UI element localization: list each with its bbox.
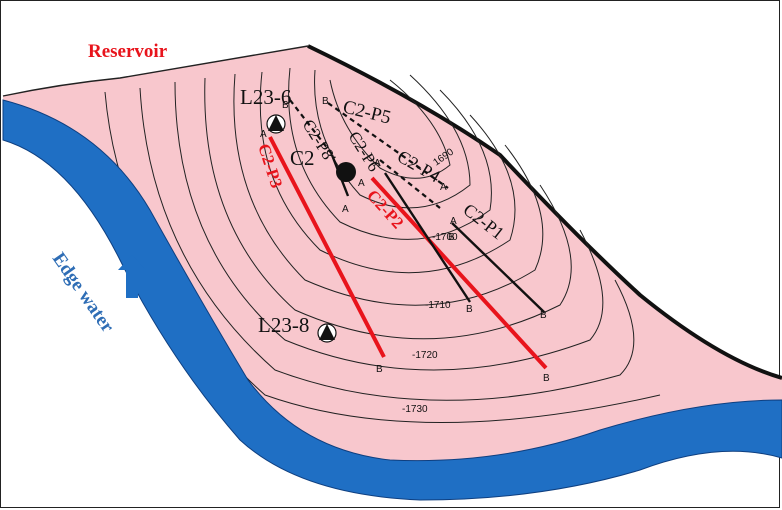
well-path-c2-p2 (370, 176, 548, 370)
endpoint-a-label: A (358, 178, 365, 189)
well-l23-8-label: L23-8 (258, 313, 309, 337)
well-l23-6-symbol (266, 114, 286, 134)
well-c2-symbol (336, 162, 356, 182)
endpoint-a-label: A (450, 216, 457, 227)
endpoint-a-label: A (374, 158, 381, 169)
endpoint-b-label: B (543, 373, 550, 384)
contour-label: -1710 (425, 300, 451, 311)
endpoint-b-label: B (466, 304, 473, 315)
contour-label: -1730 (402, 404, 428, 415)
endpoint-b-label: B (448, 232, 455, 243)
well-l23-8-symbol (317, 323, 337, 343)
well-l23-6-label: L23-6 (240, 85, 291, 109)
endpoint-b-label: B (376, 364, 383, 375)
fault-line (307, 44, 782, 380)
endpoint-a-label: A (440, 182, 447, 193)
edge-water-label: Edge water (48, 249, 118, 337)
reservoir-top-boundary (2, 45, 309, 97)
reservoir-label: Reservoir (88, 41, 168, 62)
contour-label: -1720 (412, 350, 438, 361)
well-c2-label: C2 (290, 146, 315, 170)
edge-water-arrow-icon (118, 255, 146, 298)
endpoint-a-label: A (342, 204, 349, 215)
endpoint-b-label: B (540, 310, 547, 321)
contour-label: -1700 (432, 232, 458, 243)
edge-water-band (2, 99, 782, 501)
reservoir-area (3, 46, 782, 461)
endpoint-b-label: B (282, 100, 289, 111)
dashed-well-paths (289, 99, 449, 209)
endpoint-a-label: A (260, 129, 267, 140)
endpoint-b-label: B (322, 96, 329, 107)
well-path-c2-p3 (268, 136, 386, 358)
